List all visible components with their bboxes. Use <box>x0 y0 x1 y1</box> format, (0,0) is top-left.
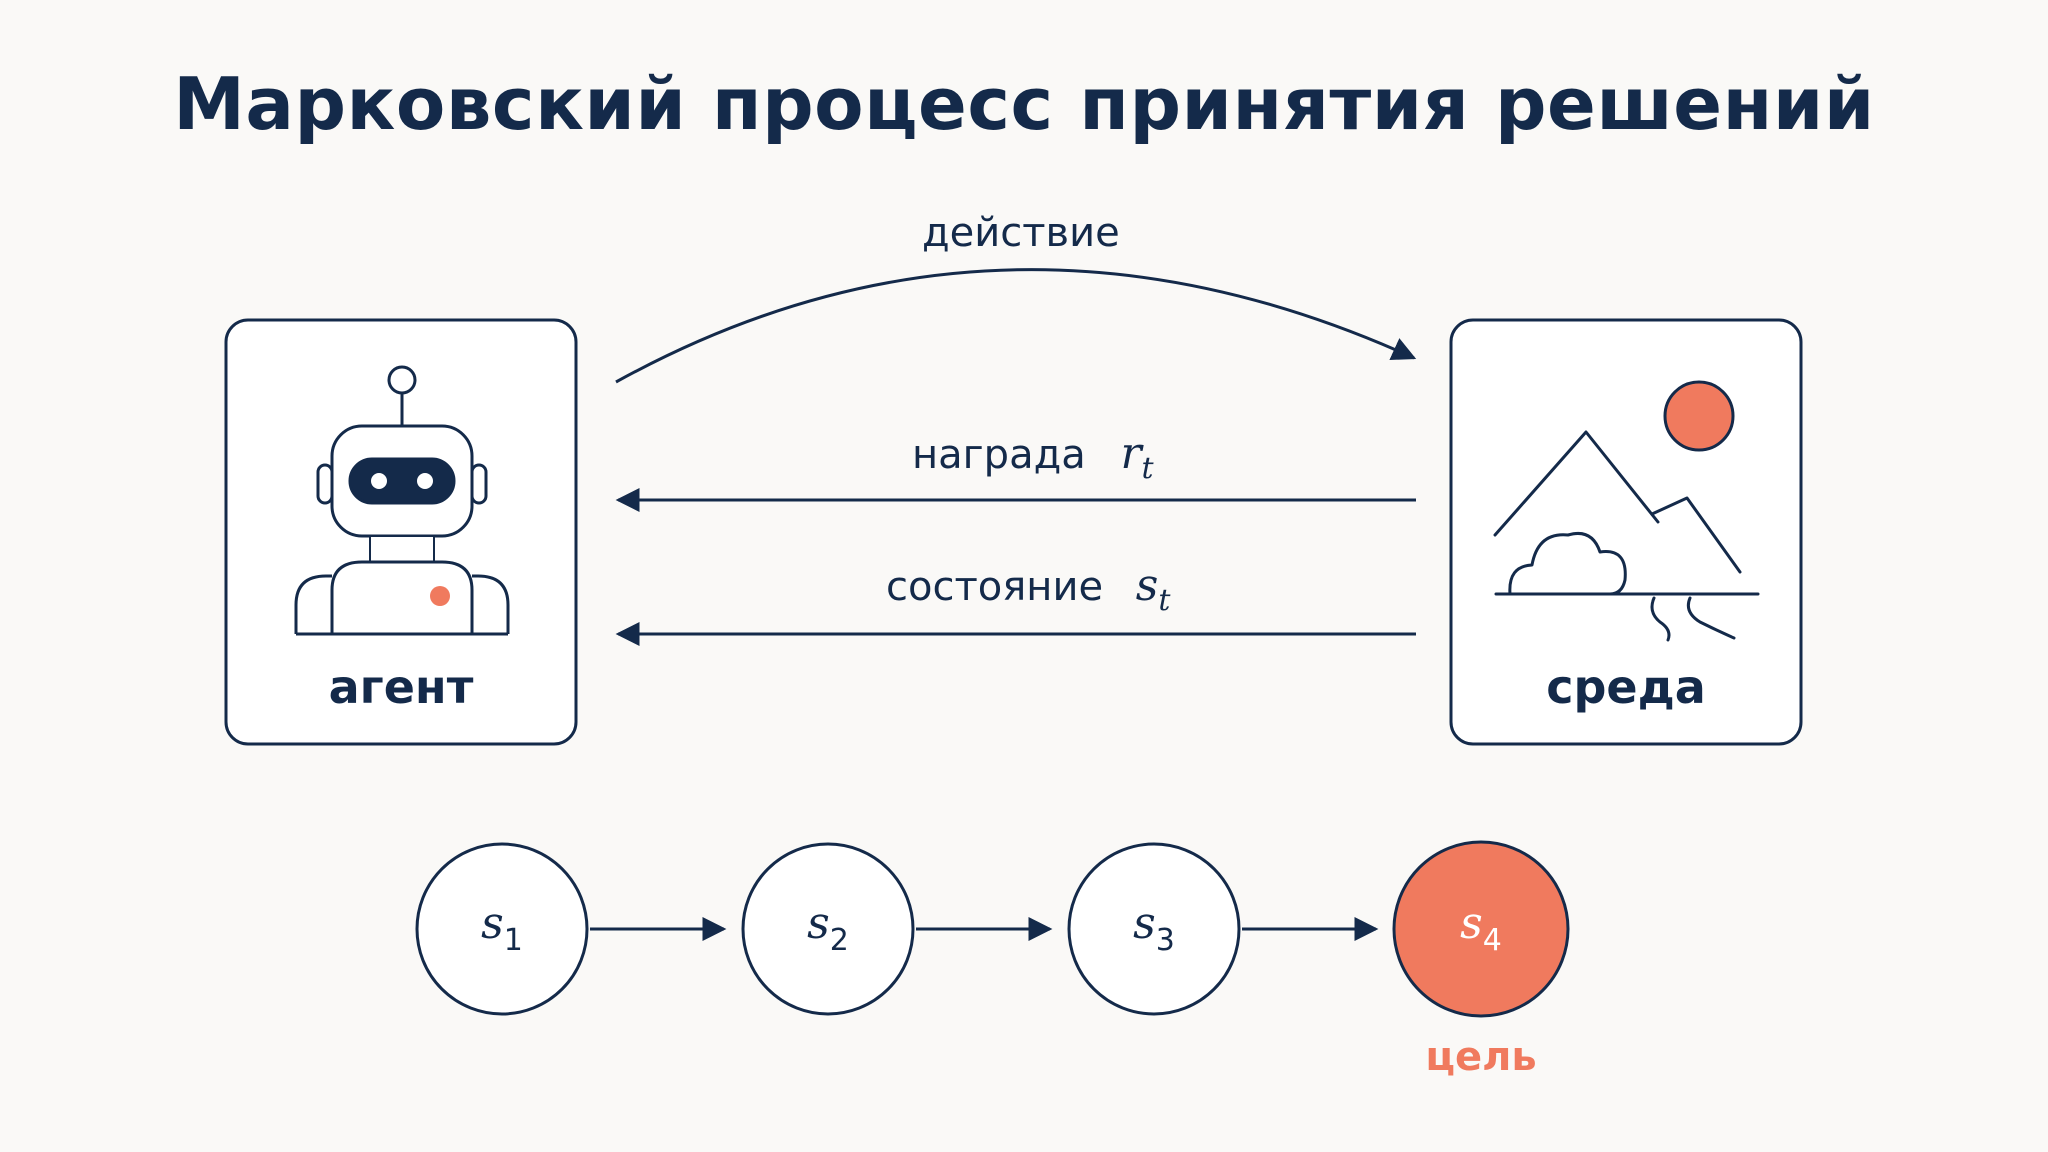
reward-label: награда rt <box>912 428 1154 486</box>
robot-icon <box>294 365 510 636</box>
reward-variable: rt <box>1120 428 1154 486</box>
state-label: состояние st <box>886 560 1170 618</box>
robot-indicator-dot <box>430 586 450 606</box>
state-node-3-label: s3 <box>1133 898 1175 958</box>
robot-eye-right <box>417 473 433 489</box>
state-variable: st <box>1135 560 1171 618</box>
landscape-icon <box>1493 430 1760 642</box>
state-label-text: состояние <box>886 564 1104 610</box>
reward-label-text: награда <box>912 432 1086 478</box>
state-node-3 <box>1067 842 1241 1016</box>
state-node-2 <box>741 842 915 1016</box>
state-node-4-goal <box>1392 840 1570 1018</box>
action-arrow <box>615 268 1417 384</box>
state-node-1-label: s1 <box>481 898 523 958</box>
action-label: действие <box>922 210 1120 256</box>
environment-label: среда <box>1546 660 1706 714</box>
state-node-2-label: s2 <box>807 898 849 958</box>
state-node-4-label: s4 <box>1460 898 1502 958</box>
sun-icon <box>1663 380 1735 452</box>
agent-label: агент <box>328 660 474 714</box>
robot-eye-left <box>371 473 387 489</box>
diagram-title: Марковский процесс принятия решений <box>173 62 1875 146</box>
state-node-1 <box>415 842 589 1016</box>
goal-label: цель <box>1425 1034 1537 1080</box>
